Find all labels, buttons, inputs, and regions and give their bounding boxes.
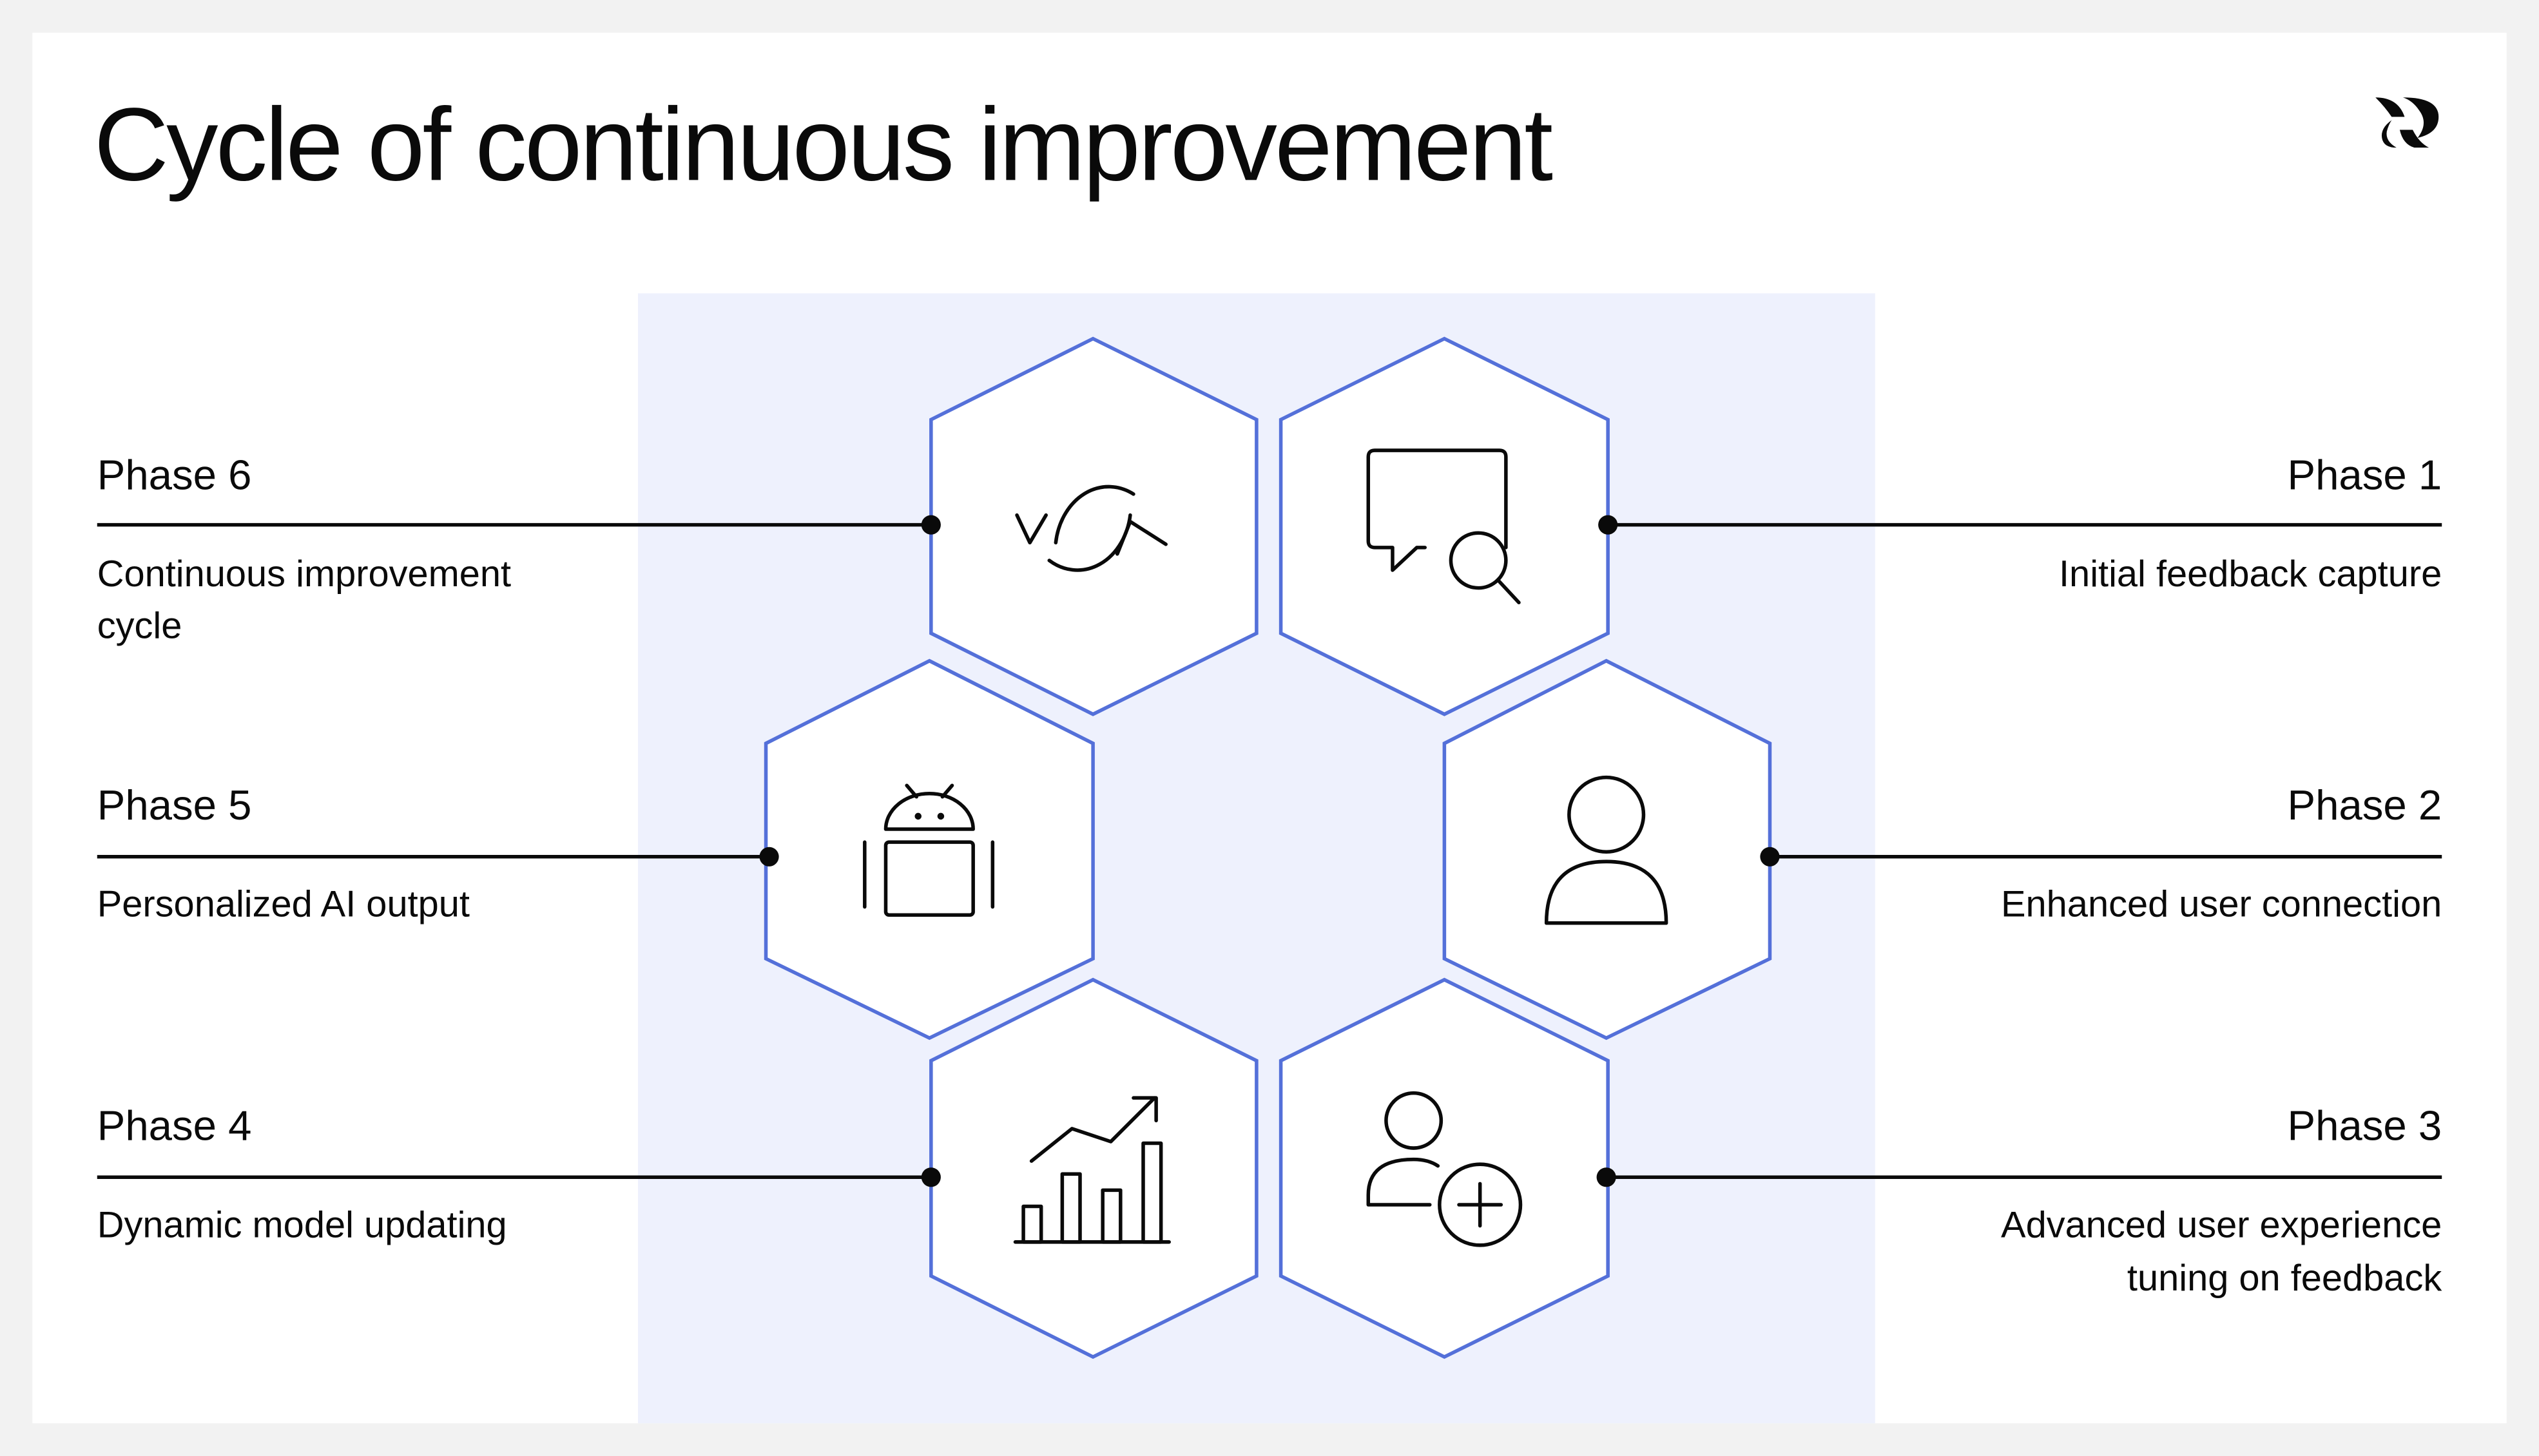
- refresh-cycle-icon: [1015, 484, 1168, 572]
- connector-phase-1: [1598, 515, 2442, 535]
- page-title: Cycle of continuous improvement: [94, 86, 1553, 202]
- connector-phase-3: [1596, 1167, 2442, 1187]
- android-robot-icon: [863, 783, 995, 917]
- add-user-icon: [1366, 1091, 1523, 1247]
- phase-5-desc: Personalized AI output: [97, 884, 470, 925]
- connector-phase-6: [97, 515, 941, 535]
- phase-1-desc: Initial feedback capture: [2059, 553, 2442, 595]
- connector-phase-5: [97, 847, 779, 867]
- brand-logo: [2375, 97, 2439, 148]
- hex-phase-5: [764, 658, 1095, 1040]
- hex-phase-3: [1279, 977, 1610, 1359]
- phase-6-desc: Continuous improvement: [97, 553, 511, 595]
- chat-search-icon: [1366, 448, 1521, 605]
- hex-phase-4: [929, 977, 1259, 1359]
- phase-3-label: Phase 3: [2288, 1102, 2442, 1149]
- phase-4-label: Phase 4: [97, 1102, 252, 1149]
- phase-4-desc: Dynamic model updating: [97, 1204, 507, 1245]
- phase-3-desc-line2: tuning on feedback: [2127, 1258, 2442, 1299]
- phase-6-desc-line2: cycle: [97, 606, 182, 647]
- phase-2-desc: Enhanced user connection: [2001, 884, 2442, 925]
- phase-1-label: Phase 1: [2288, 451, 2442, 498]
- hex-phase-1: [1279, 336, 1610, 716]
- connector-phase-4: [97, 1167, 941, 1187]
- hex-phase-2: [1442, 658, 1772, 1040]
- phase-6-label: Phase 6: [97, 451, 252, 498]
- phase-3-desc: Advanced user experience: [2001, 1204, 2442, 1245]
- phase-2-label: Phase 2: [2288, 781, 2442, 829]
- user-icon: [1544, 775, 1668, 925]
- growth-chart-icon: [1013, 1096, 1171, 1244]
- phase-5-label: Phase 5: [97, 781, 252, 829]
- hex-phase-6: [929, 336, 1259, 716]
- connector-phase-2: [1760, 847, 2442, 867]
